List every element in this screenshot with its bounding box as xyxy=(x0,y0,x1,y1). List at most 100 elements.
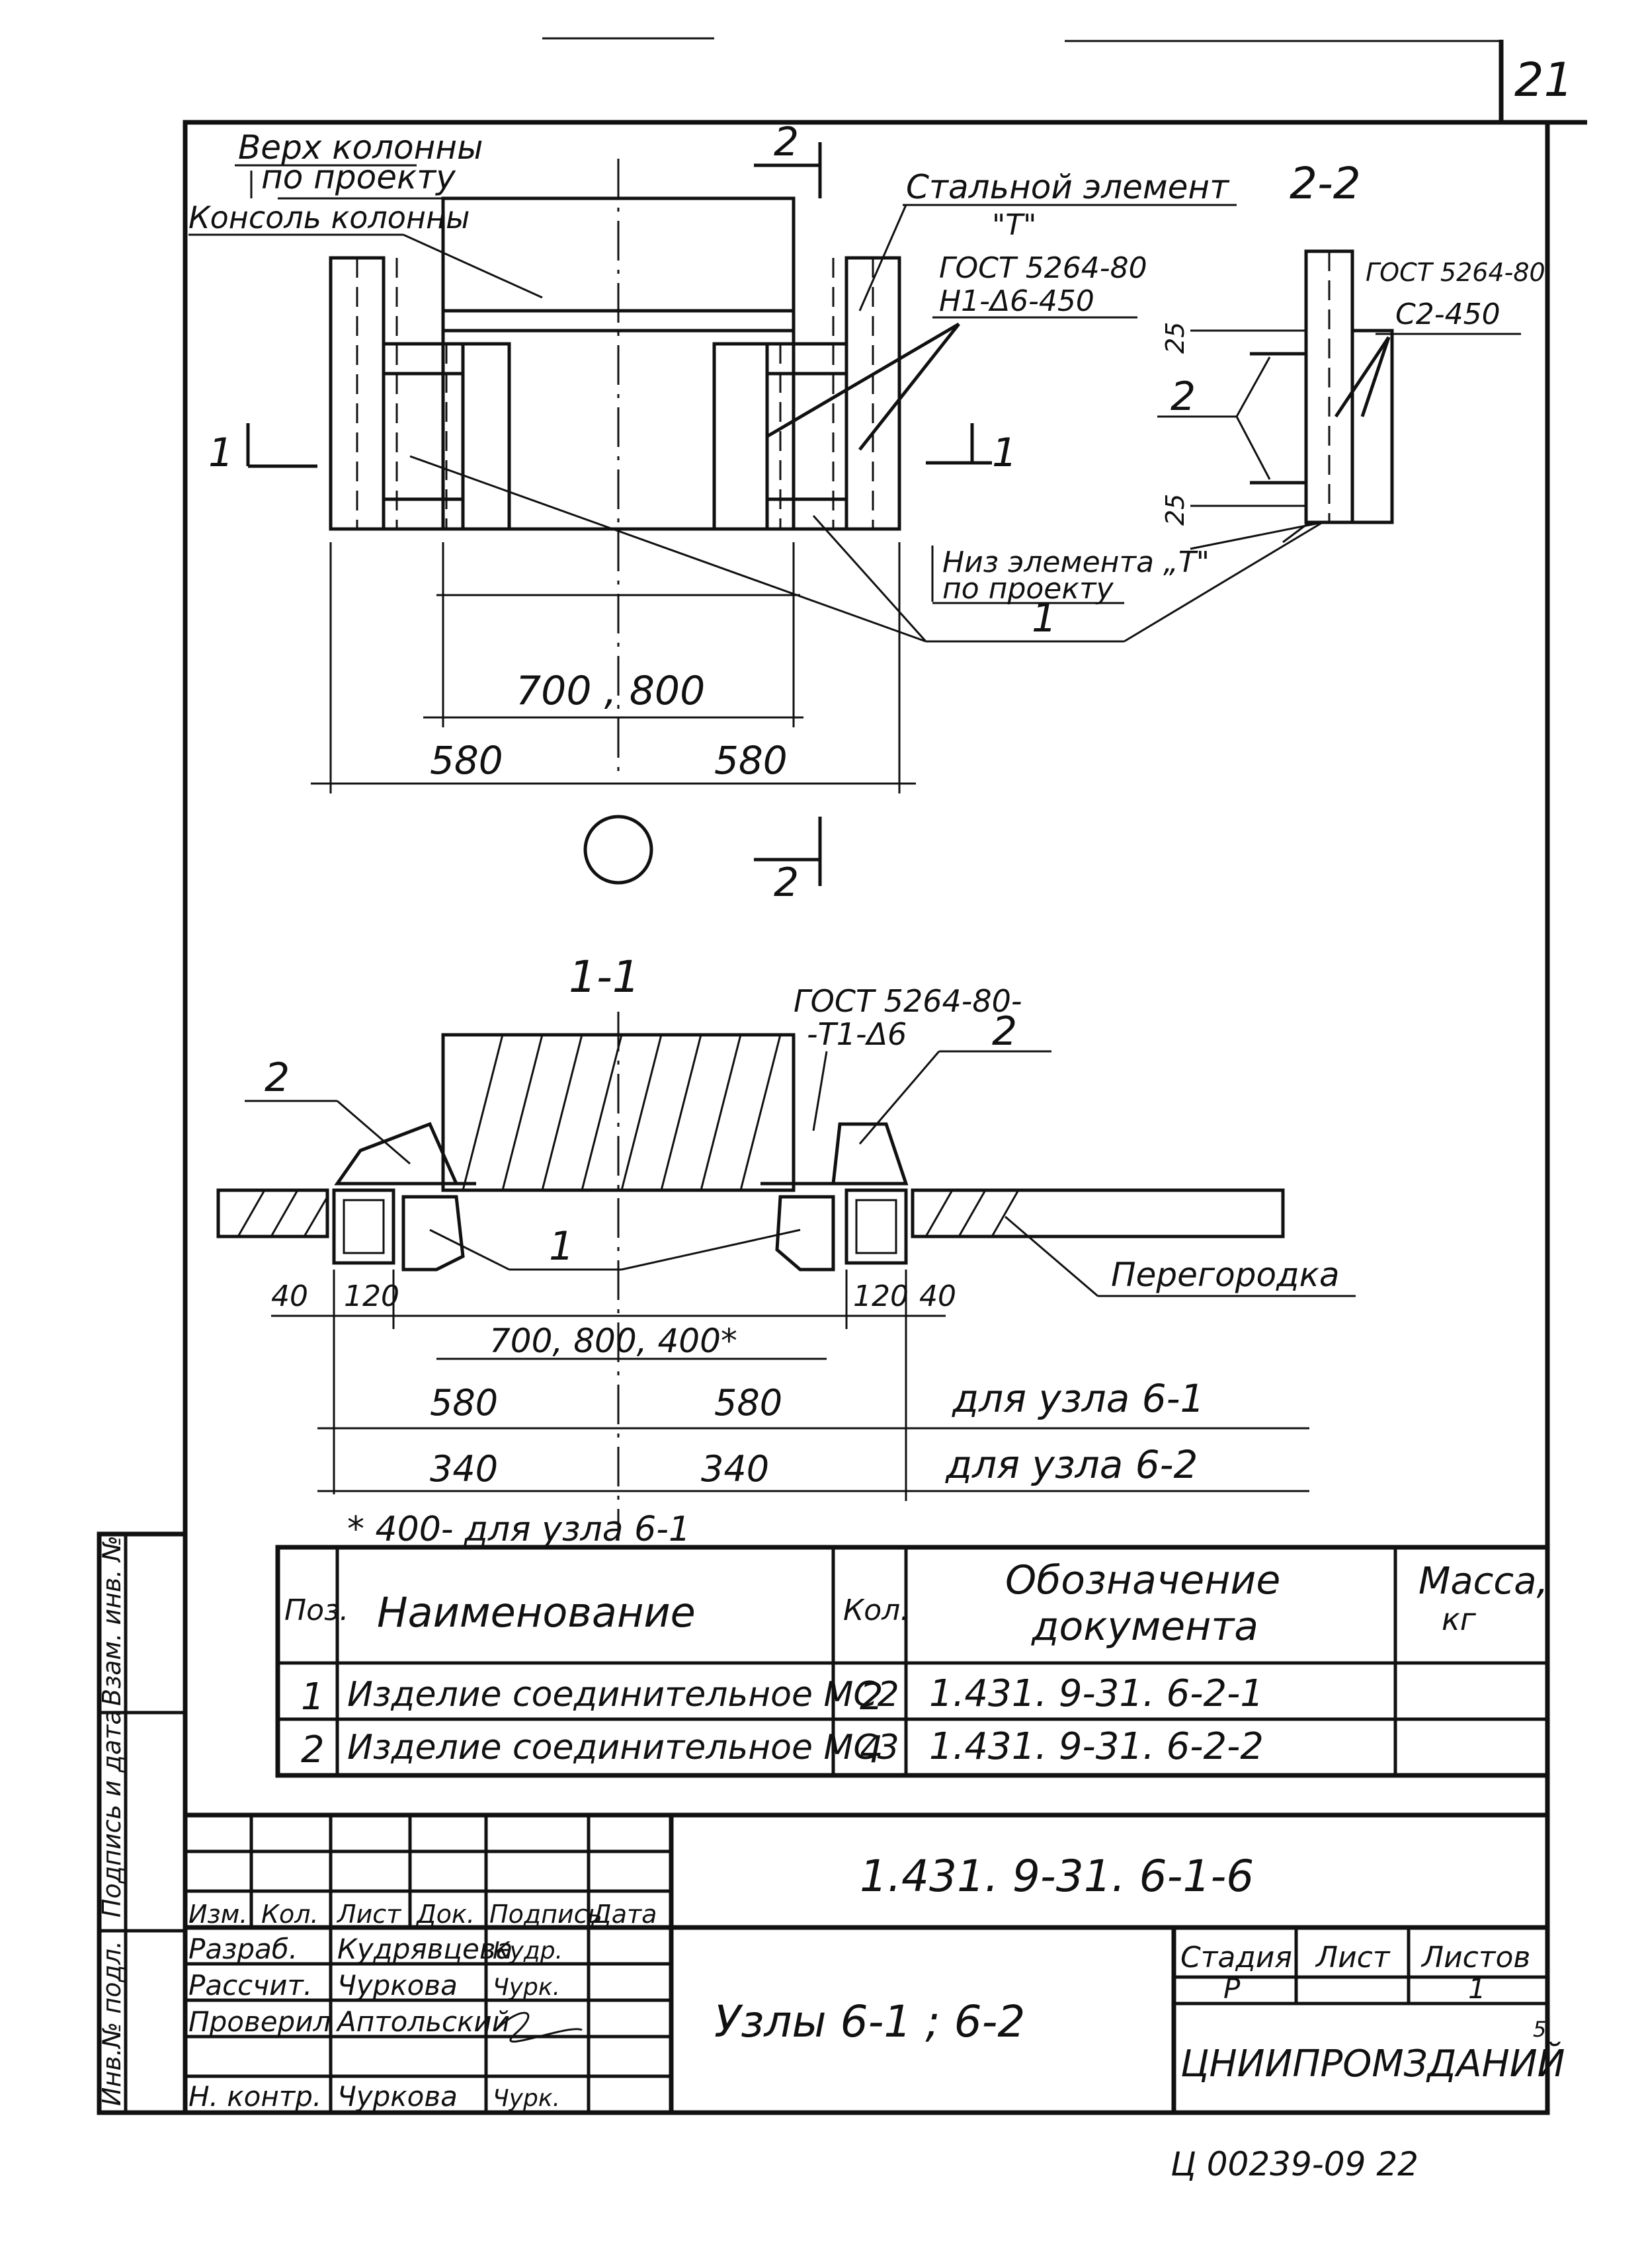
tb-name-1: Кудрявцева xyxy=(337,1933,513,1965)
section-2-2-gost: ГОСТ 5264-80 xyxy=(1366,258,1545,287)
tb-col-dok: Док. xyxy=(415,1900,475,1929)
tb-col-data: Дата xyxy=(591,1900,657,1929)
top-section-mark-1-left: 1 xyxy=(208,430,233,476)
side-stamp: Инв.№ подл. Подпись и дата Взам. инв. № xyxy=(97,1531,188,2115)
section-1-1-note-340: для узла 6-2 xyxy=(945,1442,1198,1487)
side-stamp-vzam-inv: Взам. инв. № xyxy=(97,1535,126,1706)
section-1-1-partition: Перегородка xyxy=(1111,1256,1339,1294)
spec-row-2-pos: 2 xyxy=(301,1728,325,1771)
center-circle xyxy=(583,815,653,885)
section-1-1-footnote: * 400- для узла 6-1 xyxy=(347,1510,690,1549)
section-1-1: 1-1 2 xyxy=(216,952,1356,1549)
section-2-2-gost-2: С2-450 xyxy=(1395,298,1500,331)
section-2-2-pos: 2 xyxy=(1171,374,1196,420)
title-block: Изм. Кол. Лист Док. Подпись Дата Разраб.… xyxy=(183,1812,1565,2183)
tb-listov: 1 xyxy=(1468,1972,1486,2005)
tb-title: Узлы 6-1 ; 6-2 xyxy=(714,1996,1025,2047)
section-1-1-dim-580-left: 580 xyxy=(430,1382,498,1424)
tb-listov-label: Листов xyxy=(1420,1941,1530,1974)
tb-stadia-label: Стадия xyxy=(1180,1941,1292,1974)
section-2-2-dim-25-top: 25 xyxy=(1161,322,1190,354)
tb-sign-2: Чурк. xyxy=(493,1974,560,2001)
spec-header-name: Наименование xyxy=(377,1588,696,1637)
title-block-grid xyxy=(185,1815,671,2113)
spec-header-mass-1: Масса, xyxy=(1418,1560,1548,1603)
spec-table: Поз. Наименование Кол. Обозначение докум… xyxy=(275,1545,1550,1778)
section-1-1-dim-120-left: 120 xyxy=(344,1279,399,1313)
tb-sign-1: Кудр. xyxy=(493,1937,563,1964)
gost-a: ГОСТ 5264-80 xyxy=(939,251,1147,285)
label-top-column-2: по проекту xyxy=(261,158,456,196)
top-dim-left: 580 xyxy=(430,738,503,783)
tb-col-kol: Кол. xyxy=(261,1900,319,1929)
tb-designation: 1.431. 9-31. 6-1-6 xyxy=(860,1851,1254,1902)
spec-row-2-name: Изделие соединительное МС3 xyxy=(347,1728,899,1767)
side-stamp-inv-podl: Инв.№ подл. xyxy=(97,1941,126,2106)
tb-role-1: Разраб. xyxy=(188,1933,298,1965)
tb-org: ЦНИИПРОМЗДАНИЙ xyxy=(1180,2043,1565,2086)
section-1-1-dim-120-right: 120 xyxy=(853,1279,909,1313)
tb-stadia: Р xyxy=(1223,1972,1241,2005)
label-console: Консоль колонны xyxy=(188,200,470,235)
tb-archive-no: Ц 00239-09 22 xyxy=(1171,2145,1418,2183)
top-dim-inner: 700 , 800 xyxy=(516,668,705,714)
label-steel-t: "Т" xyxy=(992,208,1036,242)
spec-row-1-doc: 1.431. 9-31. 6-2-1 xyxy=(929,1672,1264,1715)
tb-col-izm: Изм. xyxy=(188,1900,247,1929)
spec-row-2-qty: 4 xyxy=(860,1728,884,1771)
section-1-1-dim-340-right: 340 xyxy=(701,1448,769,1490)
section-1-1-dim-40-left: 40 xyxy=(271,1279,308,1313)
section-2-2-dim-25-bottom: 25 xyxy=(1161,494,1190,526)
section-2-2-label-bottom-2: по проекту xyxy=(942,572,1114,606)
tb-name-2: Чуркова xyxy=(337,1969,458,2002)
section-1-1-pos-center: 1 xyxy=(549,1223,574,1270)
spec-row-1-qty: 2 xyxy=(860,1676,884,1719)
section-1-1-title: 1-1 xyxy=(569,952,640,1002)
top-dim-right: 580 xyxy=(714,738,788,783)
table-row: 1 Изделие соединительное МС2 2 1.431. 9-… xyxy=(301,1672,1264,1719)
section-1-1-note-580: для узла 6-1 xyxy=(952,1376,1204,1421)
tb-name-3: Аптольский xyxy=(335,2005,510,2038)
section-1-1-dim-340-left: 340 xyxy=(430,1448,498,1490)
top-view: Верх колонны по проекту Консоль колонны … xyxy=(188,119,1237,906)
section-2-2-pos-1: 1 xyxy=(1032,595,1057,641)
spec-header-doc-2: документа xyxy=(1031,1603,1258,1650)
tb-sign-3-scribble xyxy=(495,2011,583,2043)
section-1-1-dim-580-right: 580 xyxy=(714,1382,782,1424)
section-1-1-dim-40-right: 40 xyxy=(919,1279,956,1313)
spec-header-qty: Кол. xyxy=(843,1594,909,1627)
spec-header-mass-2: кг xyxy=(1442,1601,1477,1637)
spec-row-1-pos: 1 xyxy=(301,1676,325,1719)
spec-row-2-doc: 1.431. 9-31. 6-2-2 xyxy=(929,1725,1264,1768)
top-section-mark-1-right: 1 xyxy=(992,430,1017,476)
section-2-2-title: 2-2 xyxy=(1290,158,1361,209)
tb-col-list: Лист xyxy=(336,1900,402,1929)
sheet-number: 21 xyxy=(1514,53,1573,107)
section-1-1-gost-2: -Т1-Δ6 xyxy=(807,1016,907,1052)
tb-corner-mark: 5 xyxy=(1533,2017,1546,2042)
gost-a-2: Н1-Δ6-450 xyxy=(939,284,1094,318)
tb-col-podpis: Подпись xyxy=(489,1900,602,1929)
side-stamp-podpis-data: Подпись и дата xyxy=(97,1709,126,1918)
label-steel: Стальной элемент xyxy=(906,168,1230,206)
section-1-1-dim-inner: 700, 800, 400* xyxy=(489,1322,737,1360)
section-2-2-label-bottom: Низ элемента „Т" xyxy=(942,546,1210,579)
section-1-1-pos-left: 2 xyxy=(265,1055,290,1101)
tb-name-5: Чуркова xyxy=(337,2080,458,2113)
section-1-1-gost: ГОСТ 5264-80- xyxy=(794,983,1022,1019)
section-2-2: 2-2 25 25 ГОСТ 5264-80 С2-450 2 Низ элем… xyxy=(926,158,1545,643)
tb-role-3: Проверил xyxy=(188,2005,331,2038)
spec-header-doc-1: Обозначение xyxy=(1005,1557,1280,1603)
section-1-1-pos-right: 2 xyxy=(992,1008,1017,1055)
tb-list-label: Лист xyxy=(1315,1941,1391,1974)
top-section-mark-2-top: 2 xyxy=(774,119,799,165)
sheet-frame: 21 xyxy=(183,37,1587,2115)
console-hatch xyxy=(462,1034,782,1191)
tb-role-5: Н. контр. xyxy=(188,2080,321,2113)
spec-row-1-name: Изделие соединительное МС2 xyxy=(347,1675,899,1715)
spec-header-pos: Поз. xyxy=(284,1594,349,1627)
tb-sign-5: Чурк. xyxy=(493,2085,560,2112)
label-top-column: Верх колонны xyxy=(238,128,483,167)
tb-role-2: Рассчит. xyxy=(188,1969,312,2002)
